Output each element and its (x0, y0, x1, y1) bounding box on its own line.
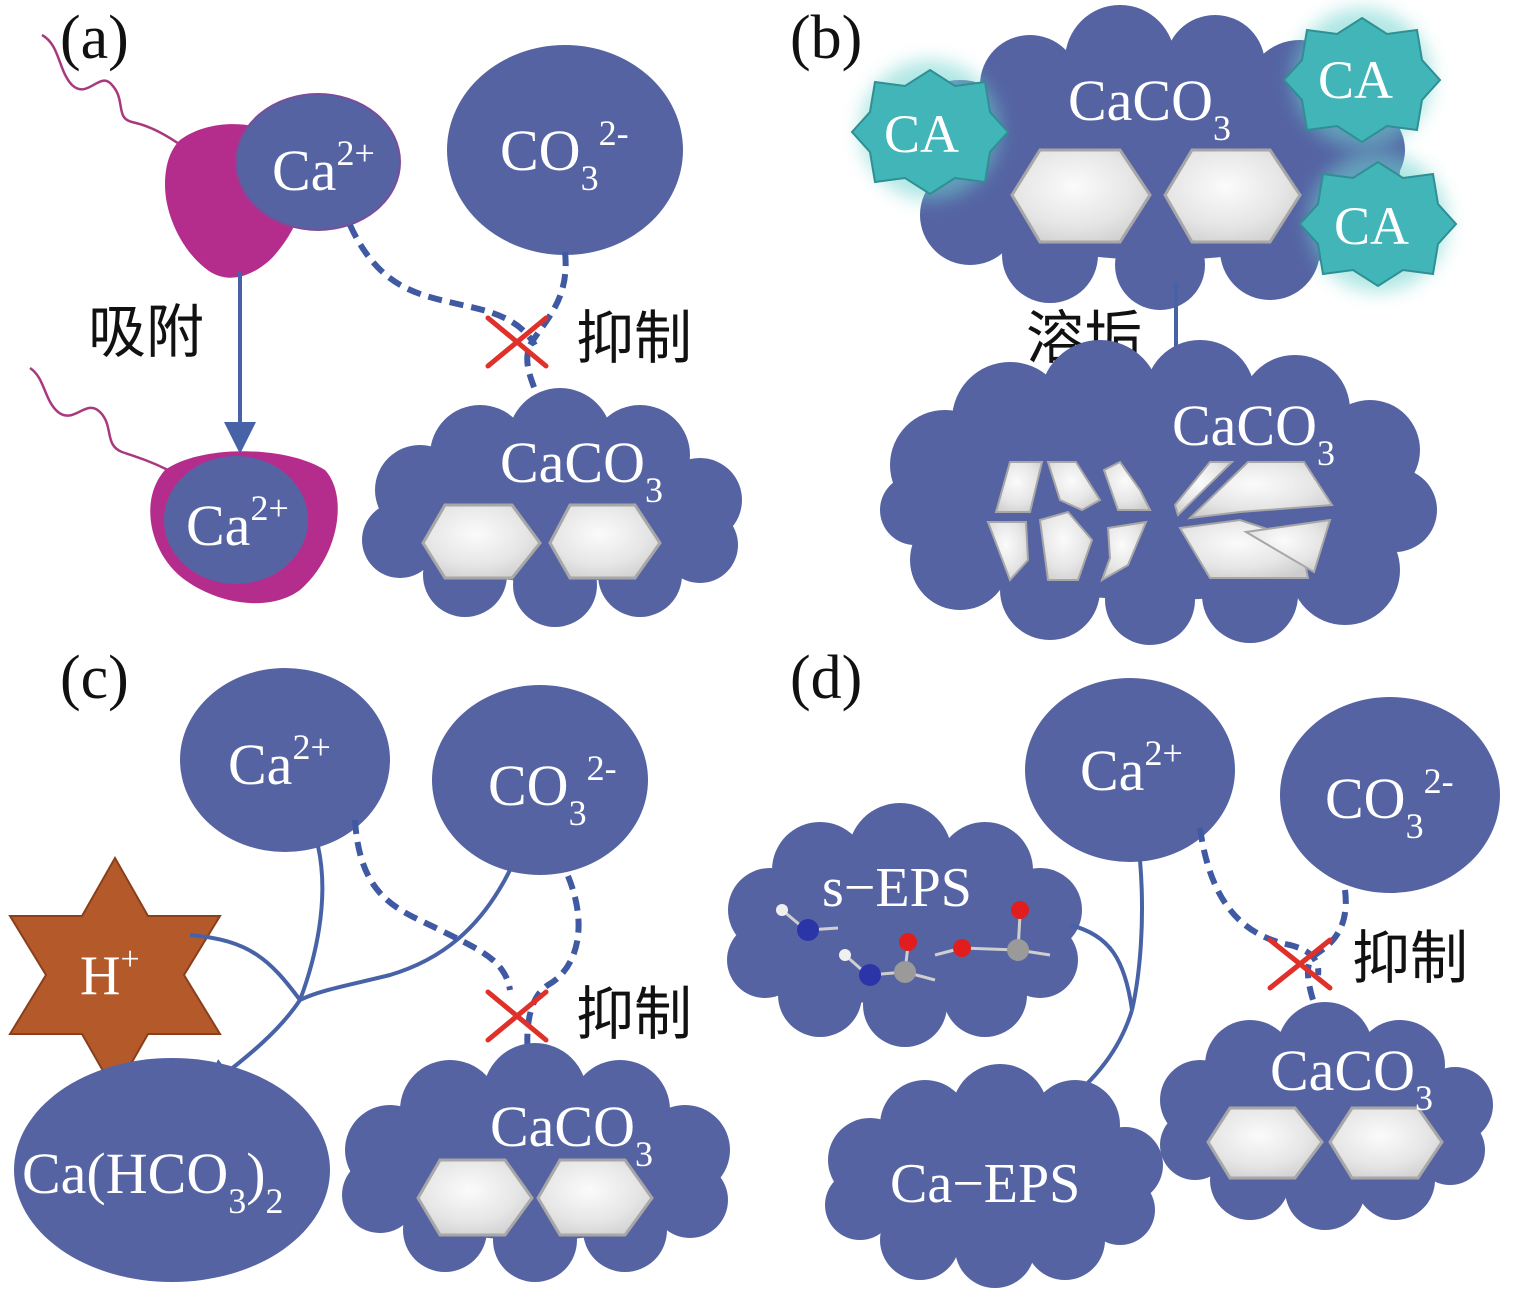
flow-h-c (189, 933, 302, 1002)
agent-ca-left: CA (850, 60, 1010, 200)
dashed-path-ca-c (352, 819, 513, 991)
carbonate-ion-d (1280, 697, 1500, 893)
crystal-b1 (1010, 148, 1152, 244)
panel-c-label: (c) (60, 644, 129, 712)
svg-text:CA: CA (1318, 50, 1393, 110)
bicarbonate-label: Ca(HCO3)2 (22, 1141, 284, 1221)
agent-ca-top-right: CA (1282, 8, 1442, 148)
ca-ion-a-label: Ca2+ (272, 133, 375, 203)
s-eps-cloud (727, 803, 1082, 1047)
ca-ion-c-label: Ca2+ (228, 727, 331, 797)
dashed-path-ca-a (347, 223, 538, 347)
carbonate-ion-a (447, 45, 683, 255)
ca-ion-d (1025, 678, 1235, 862)
panel-a-label: (a) (60, 4, 129, 72)
crystal-d1 (1206, 1106, 1324, 1180)
broken-crystal-b1 (986, 460, 1152, 583)
adsorption-label: 吸附 (88, 298, 204, 366)
amide-molecule-icon-2 (839, 933, 936, 986)
crystal-a2 (548, 503, 662, 580)
flow-co3-c (299, 869, 512, 1002)
caco3-label-b-bottom: CaCO3 (1172, 393, 1335, 473)
caco3-label-b-top: CaCO3 (1068, 68, 1231, 148)
inhibit-x-d (1267, 937, 1333, 991)
inhibit-label-c: 抑制 (576, 980, 692, 1048)
svg-text:CA: CA (1334, 196, 1409, 256)
panel-b-label: (b) (790, 4, 862, 72)
carbonate-ion-d-label: CO32- (1325, 761, 1454, 846)
inhibit-label-a: 抑制 (576, 304, 692, 372)
svg-text:CA: CA (884, 104, 959, 164)
agent-ca-bottom-right: CA (1298, 152, 1458, 292)
crystal-c1 (416, 1158, 534, 1237)
panel-d: (d) Ca2+ CO32- s−EPS (727, 644, 1500, 1288)
caco3-label-a: CaCO3 (500, 430, 663, 510)
ca-eps-label: Ca−EPS (890, 1153, 1080, 1215)
caco3-cloud-b-bottom (880, 340, 1437, 645)
panel-a: (a) Ca2+ 吸附 Ca2+ CO32- 抑制 (29, 4, 742, 627)
flow-ca-c (298, 845, 325, 1001)
amide-molecule-icon-1 (776, 904, 839, 941)
ca-ion-a (235, 93, 401, 231)
crystal-c2 (536, 1158, 654, 1237)
ca-complex-a-core (164, 456, 308, 584)
panel-b: (b) CaCO3 CA CA CA 溶垢 (790, 4, 1458, 645)
crystal-a1 (421, 503, 542, 580)
flow-eps-d (1069, 923, 1134, 1011)
carbonate-ion-a-label: CO32- (500, 113, 629, 198)
s-eps-label: s−EPS (822, 857, 972, 919)
caco3-cloud-c (342, 1043, 730, 1282)
molecule-tail-bottom (29, 366, 169, 472)
broken-crystal-b2 (1173, 461, 1334, 579)
panel-d-label: (d) (790, 644, 862, 712)
ca-ion-d-label: Ca2+ (1080, 733, 1183, 803)
carboxyl-molecule-icon (934, 901, 1051, 961)
carbonate-ion-c-label: CO32- (488, 748, 617, 833)
caco3-label-d: CaCO3 (1270, 1038, 1433, 1118)
ca-eps-cloud (825, 1064, 1163, 1288)
inhibit-label-d: 抑制 (1352, 924, 1468, 992)
flow-ca-d (1130, 859, 1144, 1011)
panel-c: (c) Ca2+ CO32- H+ 抑制 Ca(HCO3)2 (8, 644, 730, 1282)
bicarbonate-c (14, 1058, 330, 1282)
caco3-cloud-a (362, 388, 742, 627)
caco3-cloud-d (1160, 1002, 1493, 1230)
ca-complex-a-label: Ca2+ (186, 488, 289, 558)
carbonate-ion-c (432, 685, 648, 875)
inhibit-x-a (485, 315, 549, 369)
ca-ion-c (180, 668, 390, 852)
dashed-path-co3-c (524, 874, 582, 1073)
molecule-tail-top (41, 33, 186, 150)
crystal-b2 (1163, 148, 1302, 244)
crystal-d2 (1328, 1106, 1444, 1180)
proton-label: H+ (80, 941, 140, 1007)
caco3-label-c: CaCO3 (490, 1094, 653, 1174)
inhibit-x-c (485, 989, 549, 1043)
